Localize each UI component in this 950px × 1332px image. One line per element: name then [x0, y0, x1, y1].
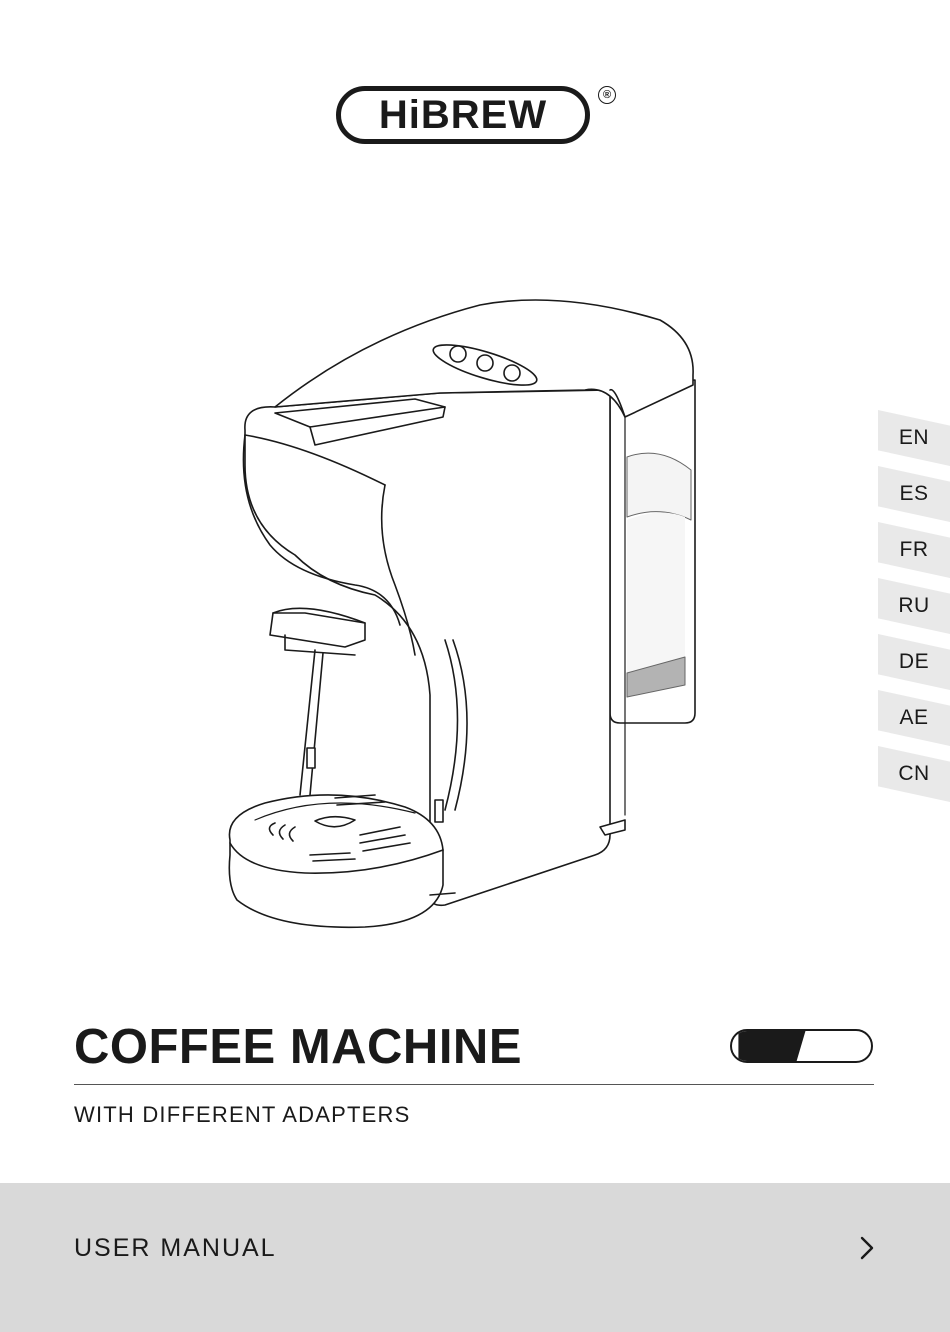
- language-tab-fr[interactable]: FR: [878, 522, 950, 578]
- language-tab-ru[interactable]: RU: [878, 578, 950, 634]
- language-tab-ae[interactable]: AE: [878, 690, 950, 746]
- brand-logo: HiBREW ®: [336, 86, 626, 152]
- language-tab-de[interactable]: DE: [878, 634, 950, 690]
- language-tabs: EN ES FR RU DE AE CN: [878, 410, 950, 802]
- language-tab-en[interactable]: EN: [878, 410, 950, 466]
- product-title: COFFEE MACHINE: [74, 1018, 522, 1076]
- coffee-machine-illustration: [215, 295, 705, 935]
- language-tab-es[interactable]: ES: [878, 466, 950, 522]
- logo-pill: HiBREW: [336, 86, 590, 144]
- title-divider: [74, 1084, 874, 1085]
- title-badge: [730, 1029, 873, 1063]
- registered-mark: ®: [598, 86, 616, 104]
- product-subtitle: WITH DIFFERENT ADAPTERS: [74, 1101, 410, 1129]
- chevron-right-icon[interactable]: [855, 1233, 879, 1263]
- logo-text: HiBREW: [379, 95, 547, 135]
- language-tab-cn[interactable]: CN: [878, 746, 950, 802]
- footer-bar: USER MANUAL: [0, 1183, 950, 1332]
- user-manual-label: USER MANUAL: [74, 1233, 277, 1263]
